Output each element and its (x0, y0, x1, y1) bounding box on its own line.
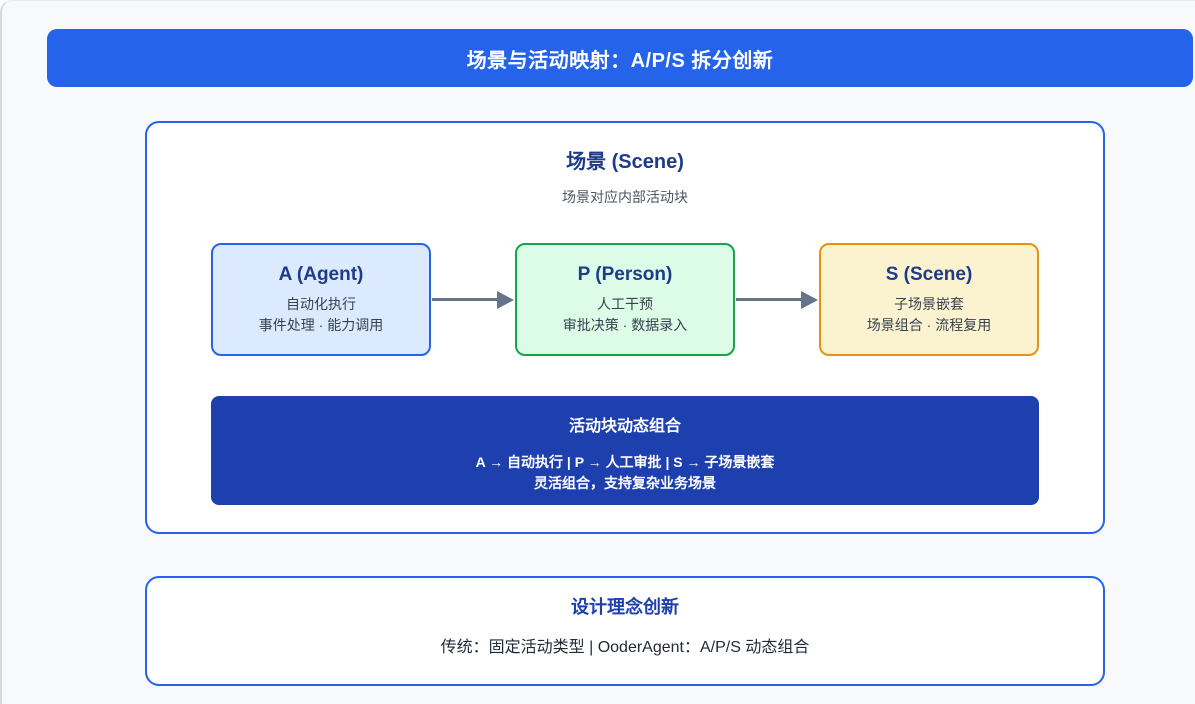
activity-blocks-row: A (Agent) 自动化执行 事件处理 · 能力调用 P (Person) 人… (211, 243, 1039, 356)
subscene-block-title: S (Scene) (885, 264, 973, 285)
subscene-block-line2: 场景组合 · 流程复用 (866, 317, 992, 333)
person-block-line2: 审批决策 · 数据录入 (562, 317, 688, 333)
subscene-block: S (Scene) 子场景嵌套 场景组合 · 流程复用 (819, 243, 1039, 356)
combo-panel-title: 活动块动态组合 (568, 418, 681, 435)
dynamic-combo-panel: 活动块动态组合 A → 自动执行 | P → 人工审批 | S → 子场景嵌套 … (211, 396, 1039, 505)
agent-block-line1: 自动化执行 (286, 296, 356, 312)
subscene-block-line1: 子场景嵌套 (894, 296, 964, 312)
design-card: 设计理念创新 传统：固定活动类型 | OoderAgent：A/P/S 动态组合 (145, 576, 1105, 686)
person-block-line1: 人工干预 (597, 296, 653, 312)
scene-card-subtitle: 场景对应内部活动块 (562, 189, 688, 205)
agent-block-line2: 事件处理 · 能力调用 (258, 317, 384, 333)
combo-panel-line1: A → 自动执行 | P → 人工审批 | S → 子场景嵌套 (475, 454, 775, 470)
design-card-title: 设计理念创新 (571, 597, 679, 617)
arrow-right-icon (735, 243, 819, 356)
arrow-line (432, 298, 497, 301)
combo-panel-line2: 灵活组合，支持复杂业务场景 (534, 475, 716, 491)
arrow-head-icon (801, 290, 818, 309)
page-title: 场景与活动映射：A/P/S 拆分创新 (466, 49, 774, 72)
scene-card-title: 场景 (Scene) (566, 151, 684, 173)
person-block-title: P (Person) (577, 264, 673, 285)
person-block: P (Person) 人工干预 审批决策 · 数据录入 (515, 243, 735, 356)
design-card-text: 传统：固定活动类型 | OoderAgent：A/P/S 动态组合 (440, 639, 810, 656)
scene-card: 场景 (Scene) 场景对应内部活动块 A (Agent) 自动化执行 事件处… (145, 121, 1105, 534)
arrow-line (736, 298, 801, 301)
agent-block-title: A (Agent) (278, 264, 364, 285)
header-banner: 场景与活动映射：A/P/S 拆分创新 (47, 29, 1193, 87)
agent-block: A (Agent) 自动化执行 事件处理 · 能力调用 (211, 243, 431, 356)
arrow-head-icon (497, 290, 514, 309)
arrow-right-icon (431, 243, 515, 356)
